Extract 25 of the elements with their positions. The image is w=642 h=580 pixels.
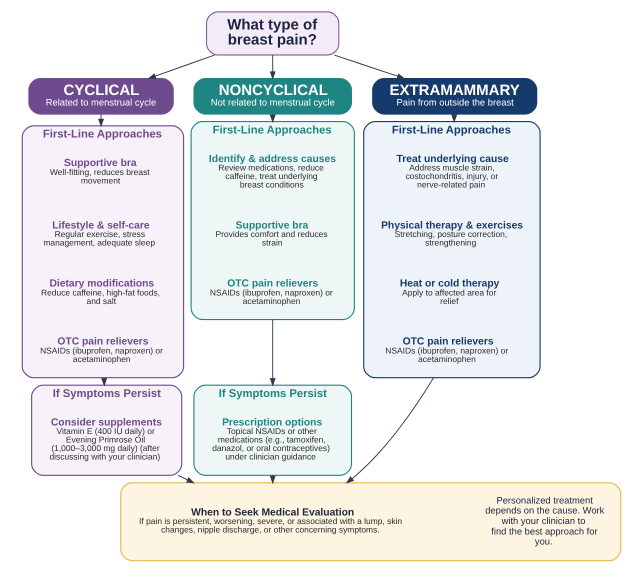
arrow xyxy=(333,54,405,79)
node-text: Identify & address causes Review medications, reduce caffeine, treat underlying breast conditions xyxy=(208,154,336,190)
node-text: Supportive bra Provides comfort and reduces strain xyxy=(215,220,328,248)
node-box: What type of breast pain? xyxy=(206,11,339,56)
arrow xyxy=(269,54,276,80)
node-text: Consider supplements Vitamin E (400 IU daily) or Evening Primrose Oil (1,000–3,000 mg daily) (after discussing with your clinician) xyxy=(48,417,162,462)
arrow xyxy=(345,377,434,484)
node-text: Physical therapy & exercises Stretching, posture correction, strengthening xyxy=(380,220,523,248)
node-text: When to Seek Medical Evaluation If pain is persistent, worsening, severe, or associated with a lump, skin changes, nipple discharge, or other concerning symptoms. xyxy=(138,507,402,535)
node-text: Treat underlying cause Address muscle strain, costochondritis, injury, or nerve-related pain xyxy=(396,154,508,190)
node-text: OTC pain relievers NSAIDs (ibuprofen, naproxen) or acetaminophen xyxy=(384,336,508,364)
node-text: Prescription options Topical NSAIDs or other medications (e.g., tamoxifen, danazol, or oral contraceptives) under clinician guidance xyxy=(212,417,330,462)
node-text: Supportive bra Well-fitting, reduces breast movement xyxy=(49,158,150,186)
node-text: Dietary modifications Reduce caffeine, high-fat foods, and salt xyxy=(40,278,160,306)
node-box: CYCLICAL Related to menstrual cycle xyxy=(28,78,174,115)
node-text: Heat or cold therapy Apply to affected area for relief xyxy=(399,278,499,306)
arrow xyxy=(269,319,276,387)
arrow xyxy=(98,114,104,128)
arrow xyxy=(177,474,194,484)
node-text: Lifestyle & self-care Regular exercise, stress management, adequate sleep xyxy=(42,220,155,248)
node-text: OTC pain relievers NSAIDs (ibuprofen, naproxen) or acetaminophen xyxy=(209,278,332,306)
node-text: OTC pain relievers NSAIDs (ibuprofen, naproxen) or acetaminophen xyxy=(40,336,162,364)
arrow xyxy=(147,54,215,79)
node-text: Personalized treatment depends on the cause. Work with your clinician to find the best approach for you. xyxy=(484,495,604,547)
cluster xyxy=(120,482,621,562)
